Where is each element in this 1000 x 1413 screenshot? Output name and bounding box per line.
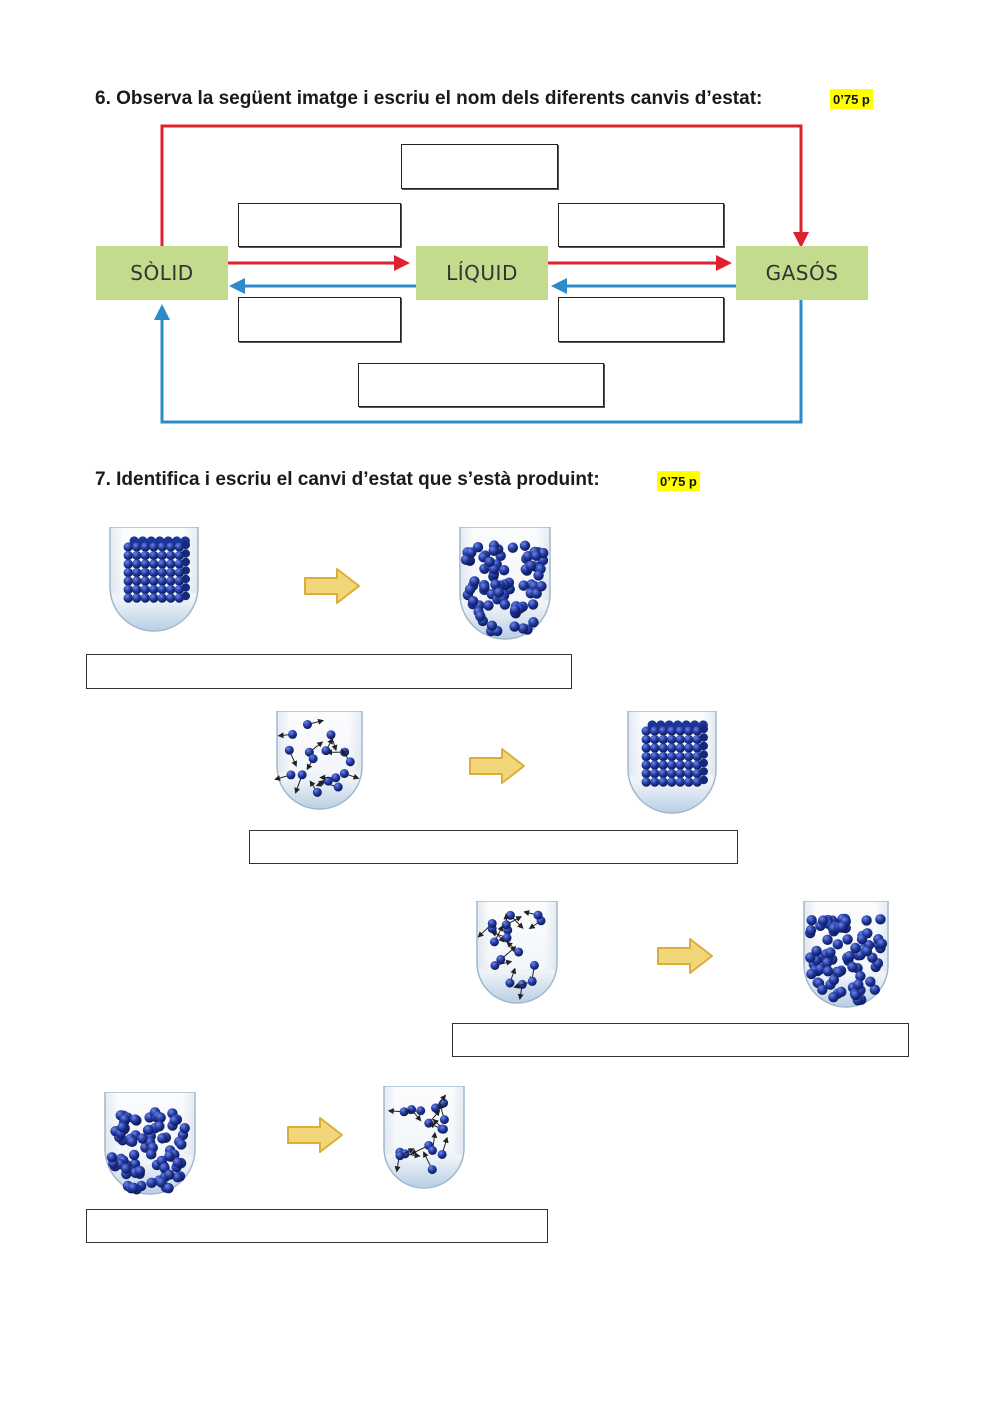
- answer-box-vaporization[interactable]: [558, 203, 724, 247]
- transition-arrow-icon: [656, 937, 714, 980]
- transition-arrow-icon: [303, 567, 361, 610]
- solid-particles-icon: [624, 711, 720, 819]
- liquid-particles-icon: [456, 527, 554, 645]
- liquid-particles-icon: [800, 901, 892, 1013]
- answer-box-solidification[interactable]: [238, 297, 401, 342]
- question-7-points: 0’75 p: [657, 471, 700, 491]
- answer-box-melting[interactable]: [238, 203, 401, 247]
- gas-particles-icon: [380, 1086, 468, 1194]
- state-solid: SÒLID: [96, 246, 228, 300]
- answer-box-sublimation[interactable]: [401, 144, 558, 189]
- question-6-title: 6. Observa la següent imatge i escriu el…: [95, 88, 763, 109]
- state-change-arrows: [154, 124, 809, 424]
- row-1-answer-field[interactable]: [86, 654, 572, 689]
- answer-box-condensation[interactable]: [558, 297, 724, 342]
- state-gas: GASÓS: [736, 246, 868, 300]
- sublimation-arrow: [160, 124, 803, 248]
- deposition-arrow: [160, 300, 803, 424]
- gas-particles-icon: [273, 711, 366, 815]
- liquid-particles-icon: [101, 1092, 199, 1200]
- transition-arrow-icon: [468, 747, 526, 790]
- state-liquid: LÍQUID: [416, 246, 548, 300]
- row-2-answer-field[interactable]: [249, 830, 738, 864]
- solid-particles-icon: [106, 527, 202, 637]
- row-3-answer-field[interactable]: [452, 1023, 909, 1057]
- question-6-points: 0’75 p: [830, 89, 873, 109]
- answer-box-deposition[interactable]: [358, 363, 604, 407]
- row-4-answer-field[interactable]: [86, 1209, 548, 1243]
- question-7-title: 7. Identifica i escriu el canvi d’estat …: [95, 469, 600, 490]
- transition-arrow-icon: [286, 1116, 344, 1159]
- gas-particles-icon: [473, 901, 561, 1009]
